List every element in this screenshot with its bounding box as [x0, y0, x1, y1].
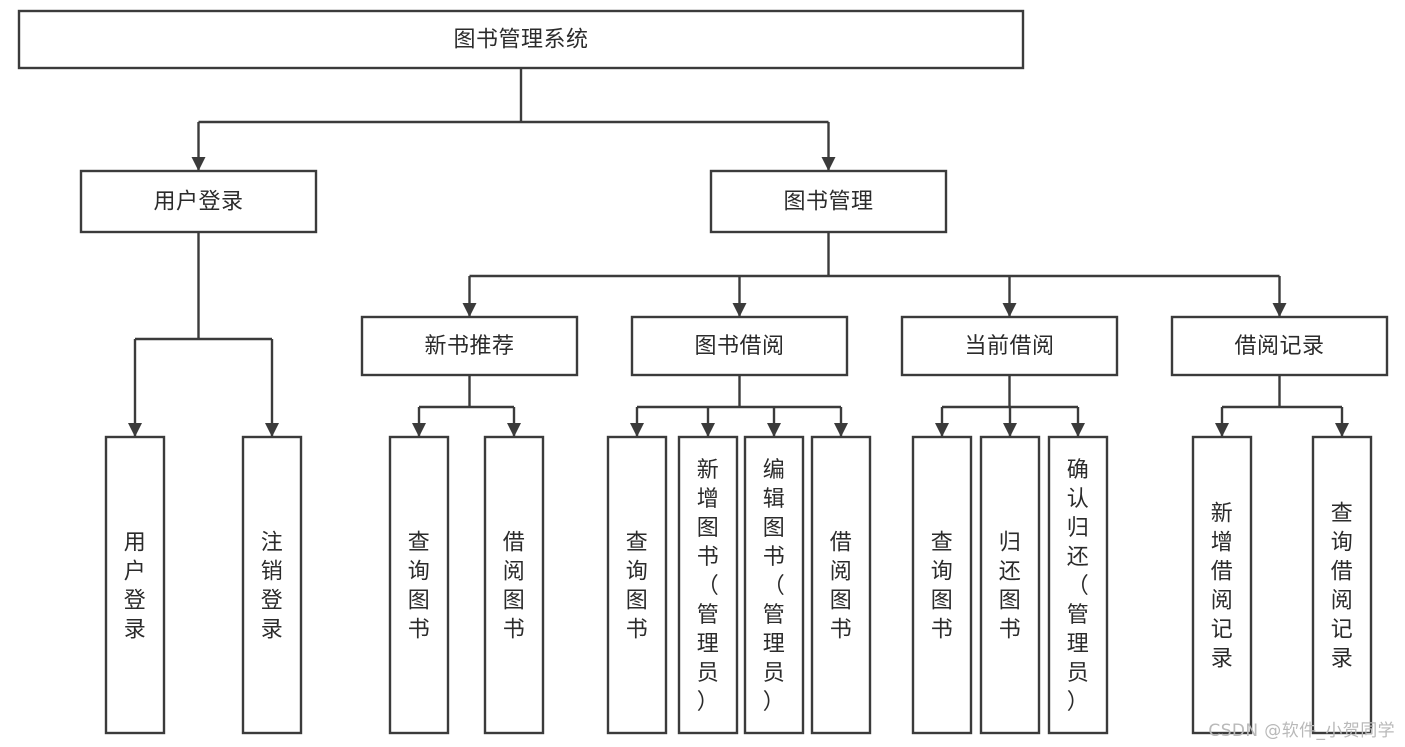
node-box[interactable]	[677, 435, 739, 735]
edges-layer	[128, 68, 1349, 437]
node-label: 图书管理	[783, 190, 873, 215]
node-leaf-add-book[interactable]: 新增图书（管理员）	[677, 435, 739, 735]
node-label: 当前借阅	[964, 334, 1054, 359]
arrow-head	[935, 423, 949, 437]
edge-group	[412, 375, 521, 437]
node-leaf-borrow-book-1[interactable]: 借阅图书	[483, 435, 545, 735]
node-label: 用户登录	[153, 190, 243, 215]
node-label: 新书推荐	[424, 334, 514, 359]
node-book-borrow[interactable]: 图书借阅	[630, 315, 849, 377]
node-label: 新增图书（管理员）	[697, 458, 720, 715]
node-box[interactable]	[900, 315, 1119, 377]
node-box[interactable]	[743, 435, 805, 735]
arrow-head	[834, 423, 848, 437]
arrow-head	[701, 423, 715, 437]
arrow-head	[767, 423, 781, 437]
node-new-book-rec[interactable]: 新书推荐	[360, 315, 579, 377]
node-label: 查询图书	[408, 531, 431, 643]
node-label: 查询借阅记录	[1331, 502, 1354, 672]
arrow-head	[1002, 303, 1017, 317]
arrow-head	[1335, 423, 1349, 437]
arrow-head	[507, 423, 521, 437]
node-box[interactable]	[1047, 435, 1109, 735]
node-box[interactable]	[1191, 435, 1253, 735]
node-label: 归还图书	[999, 531, 1022, 643]
node-box[interactable]	[606, 435, 668, 735]
watermark-text: CSDN @软件_小贺同学	[1208, 721, 1395, 741]
node-leaf-logout[interactable]: 注销登录	[241, 435, 303, 735]
edge-group	[1215, 375, 1349, 437]
node-leaf-confirm-return[interactable]: 确认归还（管理员）	[1047, 435, 1109, 735]
node-label: 借阅记录	[1234, 334, 1324, 359]
arrow-head	[462, 303, 477, 317]
node-user-login[interactable]: 用户登录	[79, 169, 318, 234]
node-label: 图书借阅	[694, 334, 784, 359]
arrow-head	[630, 423, 644, 437]
node-box[interactable]	[1311, 435, 1373, 735]
node-label: 注销登录	[261, 531, 284, 643]
node-borrow-record[interactable]: 借阅记录	[1170, 315, 1389, 377]
arrow-head	[821, 157, 836, 171]
edge-group	[462, 232, 1287, 317]
node-box[interactable]	[360, 315, 579, 377]
node-leaf-edit-book[interactable]: 编辑图书（管理员）	[743, 435, 805, 735]
node-box[interactable]	[388, 435, 450, 735]
node-label: 借阅图书	[503, 531, 526, 643]
node-box[interactable]	[79, 169, 318, 234]
arrow-head	[732, 303, 747, 317]
nodes-layer: 图书管理系统用户登录图书管理新书推荐图书借阅当前借阅借阅记录用户登录注销登录查询…	[17, 9, 1389, 735]
node-leaf-query-book-1[interactable]: 查询图书	[388, 435, 450, 735]
node-label: 借阅图书	[830, 531, 853, 643]
node-leaf-query-record[interactable]: 查询借阅记录	[1311, 435, 1373, 735]
node-leaf-query-book-3[interactable]: 查询图书	[911, 435, 973, 735]
arrow-head	[412, 423, 426, 437]
node-leaf-borrow-book-2[interactable]: 借阅图书	[810, 435, 872, 735]
node-label: 查询图书	[931, 531, 954, 643]
node-box[interactable]	[1170, 315, 1389, 377]
node-box[interactable]	[911, 435, 973, 735]
node-root[interactable]: 图书管理系统	[17, 9, 1025, 70]
node-label: 编辑图书（管理员）	[763, 458, 786, 715]
arrow-head	[265, 423, 279, 437]
edge-group	[630, 375, 848, 437]
node-label: 查询图书	[626, 531, 649, 643]
arrow-head	[1071, 423, 1085, 437]
node-box[interactable]	[17, 9, 1025, 70]
arrow-head	[1215, 423, 1229, 437]
node-box[interactable]	[979, 435, 1041, 735]
node-current-borrow[interactable]: 当前借阅	[900, 315, 1119, 377]
node-box[interactable]	[709, 169, 948, 234]
node-box[interactable]	[104, 435, 166, 735]
arrow-head	[191, 157, 206, 171]
node-leaf-return-book[interactable]: 归还图书	[979, 435, 1041, 735]
node-box[interactable]	[810, 435, 872, 735]
node-label: 新增借阅记录	[1211, 502, 1234, 672]
edge-group	[128, 232, 279, 437]
node-label: 图书管理系统	[453, 28, 588, 53]
edge-group	[935, 375, 1085, 437]
node-box[interactable]	[483, 435, 545, 735]
node-box[interactable]	[241, 435, 303, 735]
node-box[interactable]	[630, 315, 849, 377]
arrow-head	[1272, 303, 1287, 317]
arrow-head	[1003, 423, 1017, 437]
node-leaf-add-record[interactable]: 新增借阅记录	[1191, 435, 1253, 735]
node-leaf-query-book-2[interactable]: 查询图书	[606, 435, 668, 735]
node-label: 确认归还（管理员）	[1067, 458, 1090, 715]
node-leaf-user-login[interactable]: 用户登录	[104, 435, 166, 735]
node-book-manage[interactable]: 图书管理	[709, 169, 948, 234]
arrow-head	[128, 423, 142, 437]
edge-group	[191, 68, 836, 171]
node-label: 用户登录	[124, 531, 147, 643]
